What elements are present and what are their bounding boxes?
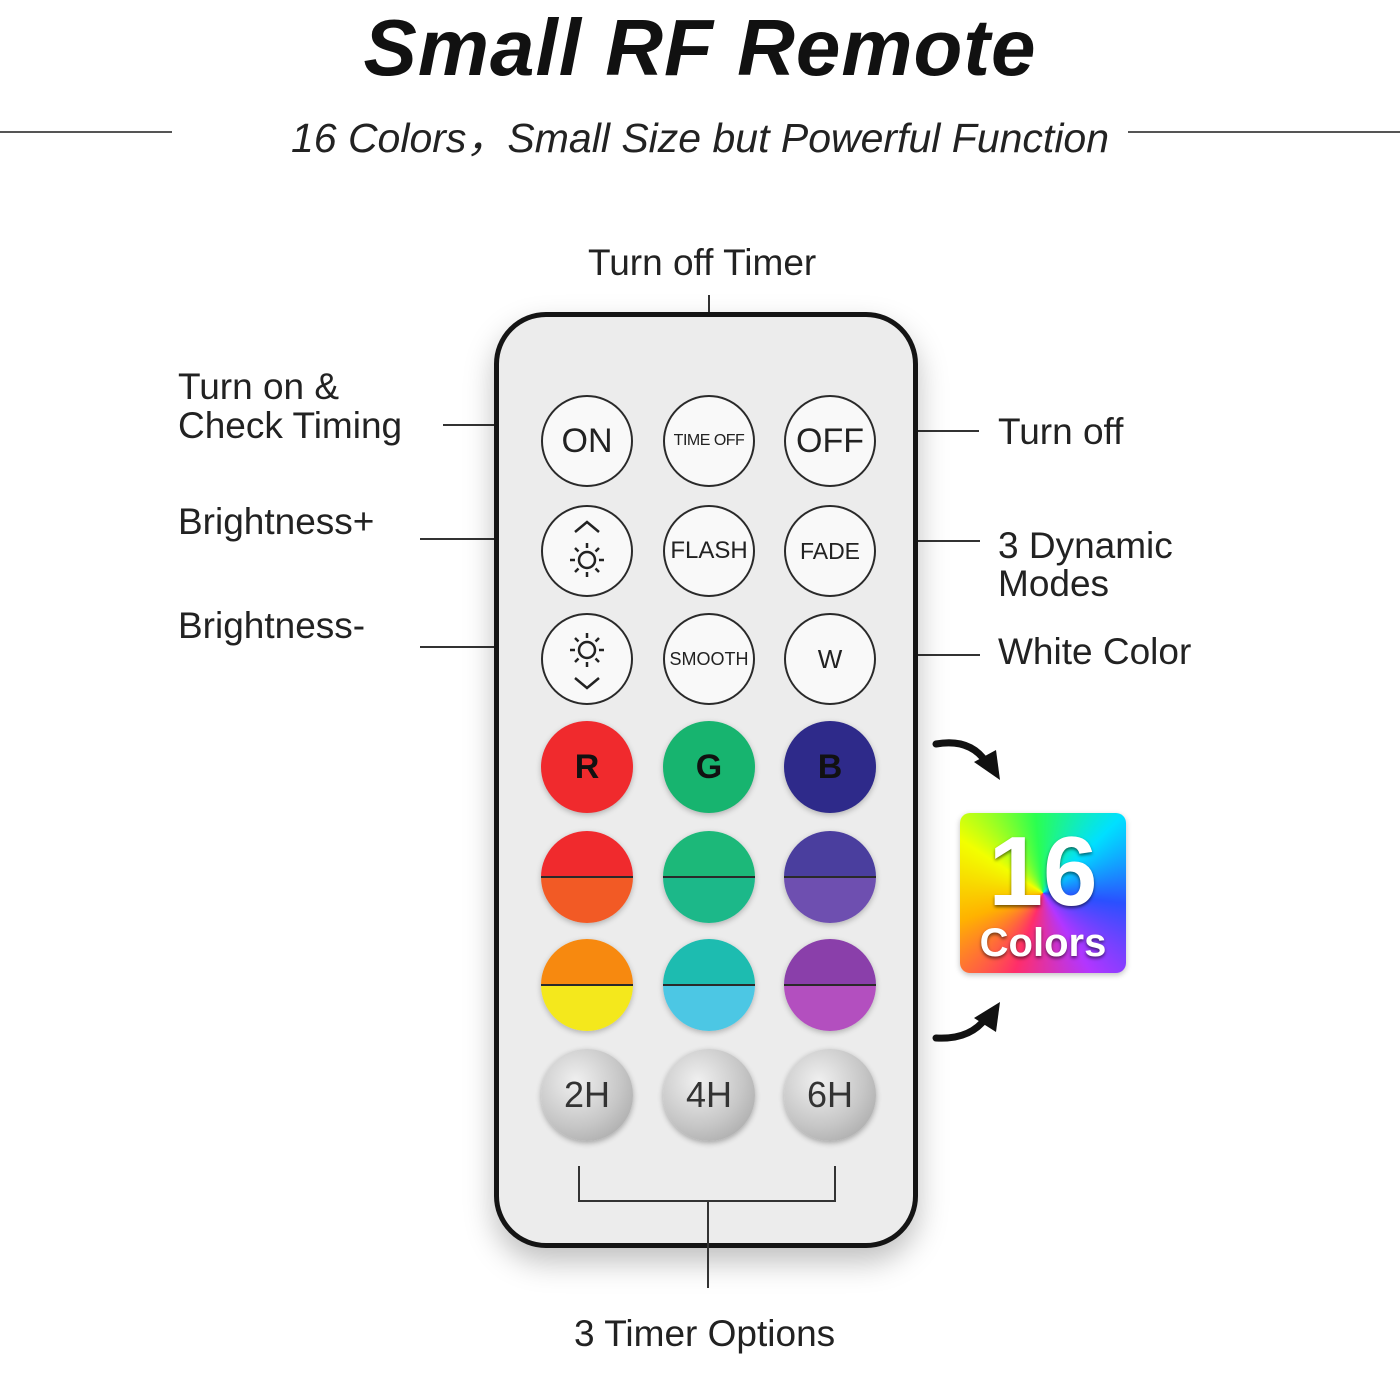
off-button[interactable]: OFF — [784, 395, 876, 487]
blue-button[interactable]: B — [784, 721, 876, 813]
badge-word: Colors — [979, 921, 1107, 965]
callout-turn-off-timer: Turn off Timer — [588, 242, 817, 283]
timer-2h-label: 2H — [563, 1074, 611, 1115]
callout-turn-on-line2: Check Timing — [178, 405, 403, 446]
remote-body: ON TIME OFF OFF FLASH FADE — [494, 312, 918, 1248]
timer-4h-label: 4H — [685, 1074, 733, 1115]
timer-6h-button[interactable]: 6H — [784, 1049, 876, 1141]
callout-turn-off: Turn off — [998, 411, 1124, 452]
timer-6h-label: 6H — [806, 1074, 854, 1115]
on-button[interactable]: ON — [541, 395, 633, 487]
leader-line-brightness-minus — [420, 646, 560, 648]
callout-dynamic-line2: Modes — [998, 563, 1110, 604]
leader-line-brightness-plus — [420, 538, 560, 540]
curved-arrow-down-icon — [932, 739, 1000, 780]
flash-button[interactable]: FLASH — [663, 505, 755, 597]
callout-turn-on-line1: Turn on & — [178, 366, 340, 407]
color-button-orange-yellow[interactable] — [541, 939, 633, 1031]
subtitle-rule-left — [0, 131, 172, 133]
bracket-right — [834, 1166, 836, 1202]
fade-button[interactable]: FADE — [784, 505, 876, 597]
brightness-down-button[interactable] — [541, 613, 633, 705]
green-button[interactable]: G — [663, 721, 755, 813]
red-button[interactable]: R — [541, 721, 633, 813]
brightness-up-icon — [570, 520, 604, 577]
color-button-teal-cyan[interactable] — [663, 939, 755, 1031]
timer-2h-button[interactable]: 2H — [541, 1049, 633, 1141]
leader-line-white — [856, 654, 980, 656]
leader-line-timer — [708, 295, 710, 313]
color-button-green-teal[interactable] — [663, 831, 755, 923]
time-off-button-label: TIME OFF — [673, 432, 745, 449]
brightness-up-button[interactable] — [541, 505, 633, 597]
fade-button-label: FADE — [799, 537, 861, 564]
bracket-left — [578, 1166, 580, 1202]
smooth-button-label: SMOOTH — [669, 648, 749, 669]
white-button[interactable]: W — [784, 613, 876, 705]
on-button-label: ON — [561, 421, 613, 460]
callout-white-color: White Color — [998, 631, 1192, 672]
page-title: Small RF Remote — [363, 3, 1037, 92]
time-off-button[interactable]: TIME OFF — [663, 395, 755, 487]
leader-line-off — [882, 430, 979, 432]
color-button-purple-magenta[interactable] — [784, 939, 876, 1031]
callout-dynamic-line1: 3 Dynamic — [998, 525, 1173, 566]
red-button-label: R — [574, 747, 600, 786]
leader-line-dynamic — [870, 540, 980, 542]
green-button-label: G — [695, 747, 723, 786]
badge-number: 16 — [988, 816, 1098, 926]
page-subtitle: 16 Colors，Small Size but Powerful Functi… — [290, 115, 1110, 161]
color-button-red-orange[interactable] — [541, 831, 633, 923]
flash-button-label: FLASH — [670, 537, 748, 564]
callout-brightness-plus: Brightness+ — [178, 501, 375, 542]
off-button-label: OFF — [796, 421, 864, 460]
white-button-label: W — [817, 643, 843, 674]
brightness-down-icon — [570, 633, 604, 690]
callout-brightness-minus: Brightness- — [178, 605, 366, 646]
timer-4h-button[interactable]: 4H — [663, 1049, 755, 1141]
blue-button-label: B — [817, 747, 843, 786]
sixteen-colors-badge: 16 Colors — [960, 813, 1126, 973]
callout-timer-options: 3 Timer Options — [574, 1313, 836, 1354]
leader-line-timer-options — [707, 1202, 709, 1288]
curved-arrow-up-icon — [932, 1002, 1000, 1042]
bracket-bottom — [578, 1200, 836, 1202]
smooth-button[interactable]: SMOOTH — [663, 613, 755, 705]
subtitle-rule-right — [1128, 131, 1400, 133]
color-button-indigo-violet[interactable] — [784, 831, 876, 923]
